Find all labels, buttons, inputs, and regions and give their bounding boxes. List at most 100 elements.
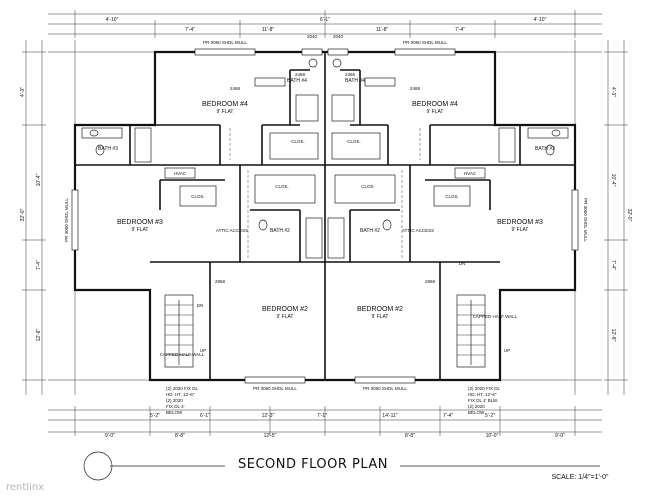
door-label-2468-d: 2468 xyxy=(410,86,421,91)
dim-bot-3: 12'-3" xyxy=(262,413,275,419)
room-bedroom2-left: BEDROOM #2 xyxy=(262,306,308,313)
door-label-2468-a: 2468 xyxy=(295,72,306,77)
window-label-top-left: PR 3060 SHDL MULL xyxy=(203,40,247,45)
drawing-title: SECOND FLOOR PLAN xyxy=(238,457,388,472)
window-label-bottom-left: PR 3060 SHDL MULL xyxy=(253,386,297,391)
window-label-top-right: PR 3060 SHDL MULL xyxy=(403,40,447,45)
room-bedroom2-right: BEDROOM #2 xyxy=(357,306,403,313)
note-right-1: (2) 2020 FIX DL xyxy=(468,386,501,391)
dim-left-3: 7'-4" xyxy=(36,260,42,270)
dim-right-4: 12'-8" xyxy=(610,329,616,342)
note-right-5: BELOW xyxy=(468,410,485,415)
watermark-logo: rentlinx xyxy=(6,482,44,493)
note-left-5: BELOW xyxy=(166,410,183,415)
dim-bot2-4: 8'-8" xyxy=(405,433,415,439)
dim-right-1: 4'-3" xyxy=(610,87,616,97)
room-bath2-right: BATH #2 xyxy=(360,228,380,234)
bath-fixtures xyxy=(81,58,569,259)
room-attic-left: ATTIC ACCESS xyxy=(216,228,248,233)
door-label-2468-c: 2468 xyxy=(230,86,241,91)
stair-up-right: UP xyxy=(504,348,510,353)
room-closet-5: CLOS. xyxy=(191,194,205,199)
window-label-2040-right: 2040 xyxy=(333,34,344,39)
capped-wall-left: CAPPED HALF WALL xyxy=(160,352,205,357)
dim-top-1: 4'-10" xyxy=(106,17,119,23)
note-right-3: FIX DL 4' BLW. xyxy=(468,398,498,403)
window-label-2040-left: 2040 xyxy=(307,34,318,39)
window-label-side-left: PR 3060 SHDL MULL xyxy=(64,198,69,242)
ceiling-bedroom2-right: 9' FLAT xyxy=(372,314,389,320)
drawing-scale: SCALE: 1/4"=1'-0" xyxy=(551,474,609,481)
dim-left-1: 4'-3" xyxy=(20,87,26,97)
door-label-2868-right: 2868 xyxy=(425,279,436,284)
window-label-side-right: PR 3060 SHDL MULL xyxy=(583,198,588,242)
dim-bot-2: 6'-1" xyxy=(200,413,210,419)
note-right-2: HD. HT. 12'-6" xyxy=(468,392,497,397)
room-closet-2: CLOS. xyxy=(347,139,361,144)
ceiling-bedroom4-right: 9' FLAT xyxy=(427,109,444,115)
room-bedroom4-right: BEDROOM #4 xyxy=(412,101,458,108)
room-bath3-left: BATH #3 xyxy=(98,146,118,152)
dim-bot-4: 7'-1" xyxy=(317,413,327,419)
side-dimension-labels: 4'-3" 10'-4" 7'-4" 12'-8" 32'-0" 4'-3" 1… xyxy=(20,87,632,342)
note-left-2: HD. HT. 12'-6" xyxy=(166,392,195,397)
room-bedroom4-left: BEDROOM #4 xyxy=(202,101,248,108)
room-attic-right: ATTIC ACCESS xyxy=(402,228,434,233)
room-hvac-left: HVAC xyxy=(174,171,187,176)
dimension-lines xyxy=(22,10,628,436)
dim-left-4: 12'-8" xyxy=(36,328,42,341)
room-closet-1: CLOS. xyxy=(291,139,305,144)
dim-bot-7: 5'-2" xyxy=(485,413,495,419)
room-closet-3: CLOS. xyxy=(275,184,289,189)
dim-top-6: 7'-4" xyxy=(455,27,465,33)
dim-right-5: 32'-0" xyxy=(626,209,632,222)
room-bath2-left: BATH #2 xyxy=(270,228,290,234)
dim-left-2: 10'-4" xyxy=(36,173,42,186)
windows xyxy=(71,48,579,384)
ceiling-bedroom4-left: 9' FLAT xyxy=(217,109,234,115)
stair-dn-left: DN xyxy=(197,303,204,308)
ceiling-bedroom3-right: 9' FLAT xyxy=(512,227,529,233)
interior-walls xyxy=(75,52,575,380)
room-bath4-left: BATH #4 xyxy=(287,78,307,84)
note-left-4: FIX DL 4' xyxy=(166,404,185,409)
note-right-4: (2) 2020 xyxy=(468,404,485,409)
dim-top-3: 11'-8" xyxy=(262,27,275,33)
dim-bot-5: 14'-11" xyxy=(382,413,397,419)
window-notes-left: (2) 2020 FIX DL HD. HT. 12'-6" (2) 2020 … xyxy=(166,386,199,415)
window-label-bottom-right: PR 3060 SHDL MULL xyxy=(363,386,407,391)
dim-top-5: 11'-8" xyxy=(376,27,389,33)
dim-right-2: 10'-4" xyxy=(610,174,616,187)
dim-bot-6: 7'-4" xyxy=(443,413,453,419)
dim-top-4: 6'-1" xyxy=(320,17,330,23)
door-label-2468-b: 2468 xyxy=(345,72,356,77)
capped-wall-right: CAPPED HALF WALL xyxy=(473,314,518,319)
room-bedroom3-left: BEDROOM #3 xyxy=(117,219,163,226)
ceiling-bedroom3-left: 9' FLAT xyxy=(132,227,149,233)
room-labels: BEDROOM #4 9' FLAT BEDROOM #4 9' FLAT BE… xyxy=(98,78,555,357)
room-bath4-right: BATH #4 xyxy=(345,78,365,84)
door-label-2868-left: 2868 xyxy=(215,279,226,284)
dim-bot2-1: 9'-0" xyxy=(105,433,115,439)
room-closet-6: CLOS. xyxy=(445,194,459,199)
room-bath3-right: BATH #3 xyxy=(535,146,555,152)
closet-shelving xyxy=(164,128,486,258)
ceiling-bedroom2-left: 9' FLAT xyxy=(277,314,294,320)
stair-dn-right: DN xyxy=(459,261,466,266)
dim-bot2-3: 12'-5" xyxy=(264,433,277,439)
stairs xyxy=(164,294,486,368)
dim-top-7: 4'-10" xyxy=(534,17,547,23)
room-bedroom3-right: BEDROOM #3 xyxy=(497,219,543,226)
top-dimension-labels: 4'-10" 7'-4" 11'-8" 6'-1" 11'-8" 7'-4" 4… xyxy=(106,17,547,33)
window-notes-right: (2) 2020 FIX DL HD. HT. 12'-6" FIX DL 4'… xyxy=(468,386,501,415)
bottom-dimension-labels: 5'-2" 6'-1" 12'-3" 7'-1" 14'-11" 7'-4" 5… xyxy=(105,413,565,439)
dim-bot2-6: 9'-0" xyxy=(555,433,565,439)
dim-bot2-2: 8'-8" xyxy=(175,433,185,439)
dim-left-5: 32'-0" xyxy=(20,208,26,221)
dim-right-3: 7'-4" xyxy=(610,260,616,270)
north-arrow-icon xyxy=(83,451,113,481)
stair-up-left: UP xyxy=(200,348,206,353)
note-left-1: (2) 2020 FIX DL xyxy=(166,386,199,391)
dim-top-2: 7'-4" xyxy=(185,27,195,33)
